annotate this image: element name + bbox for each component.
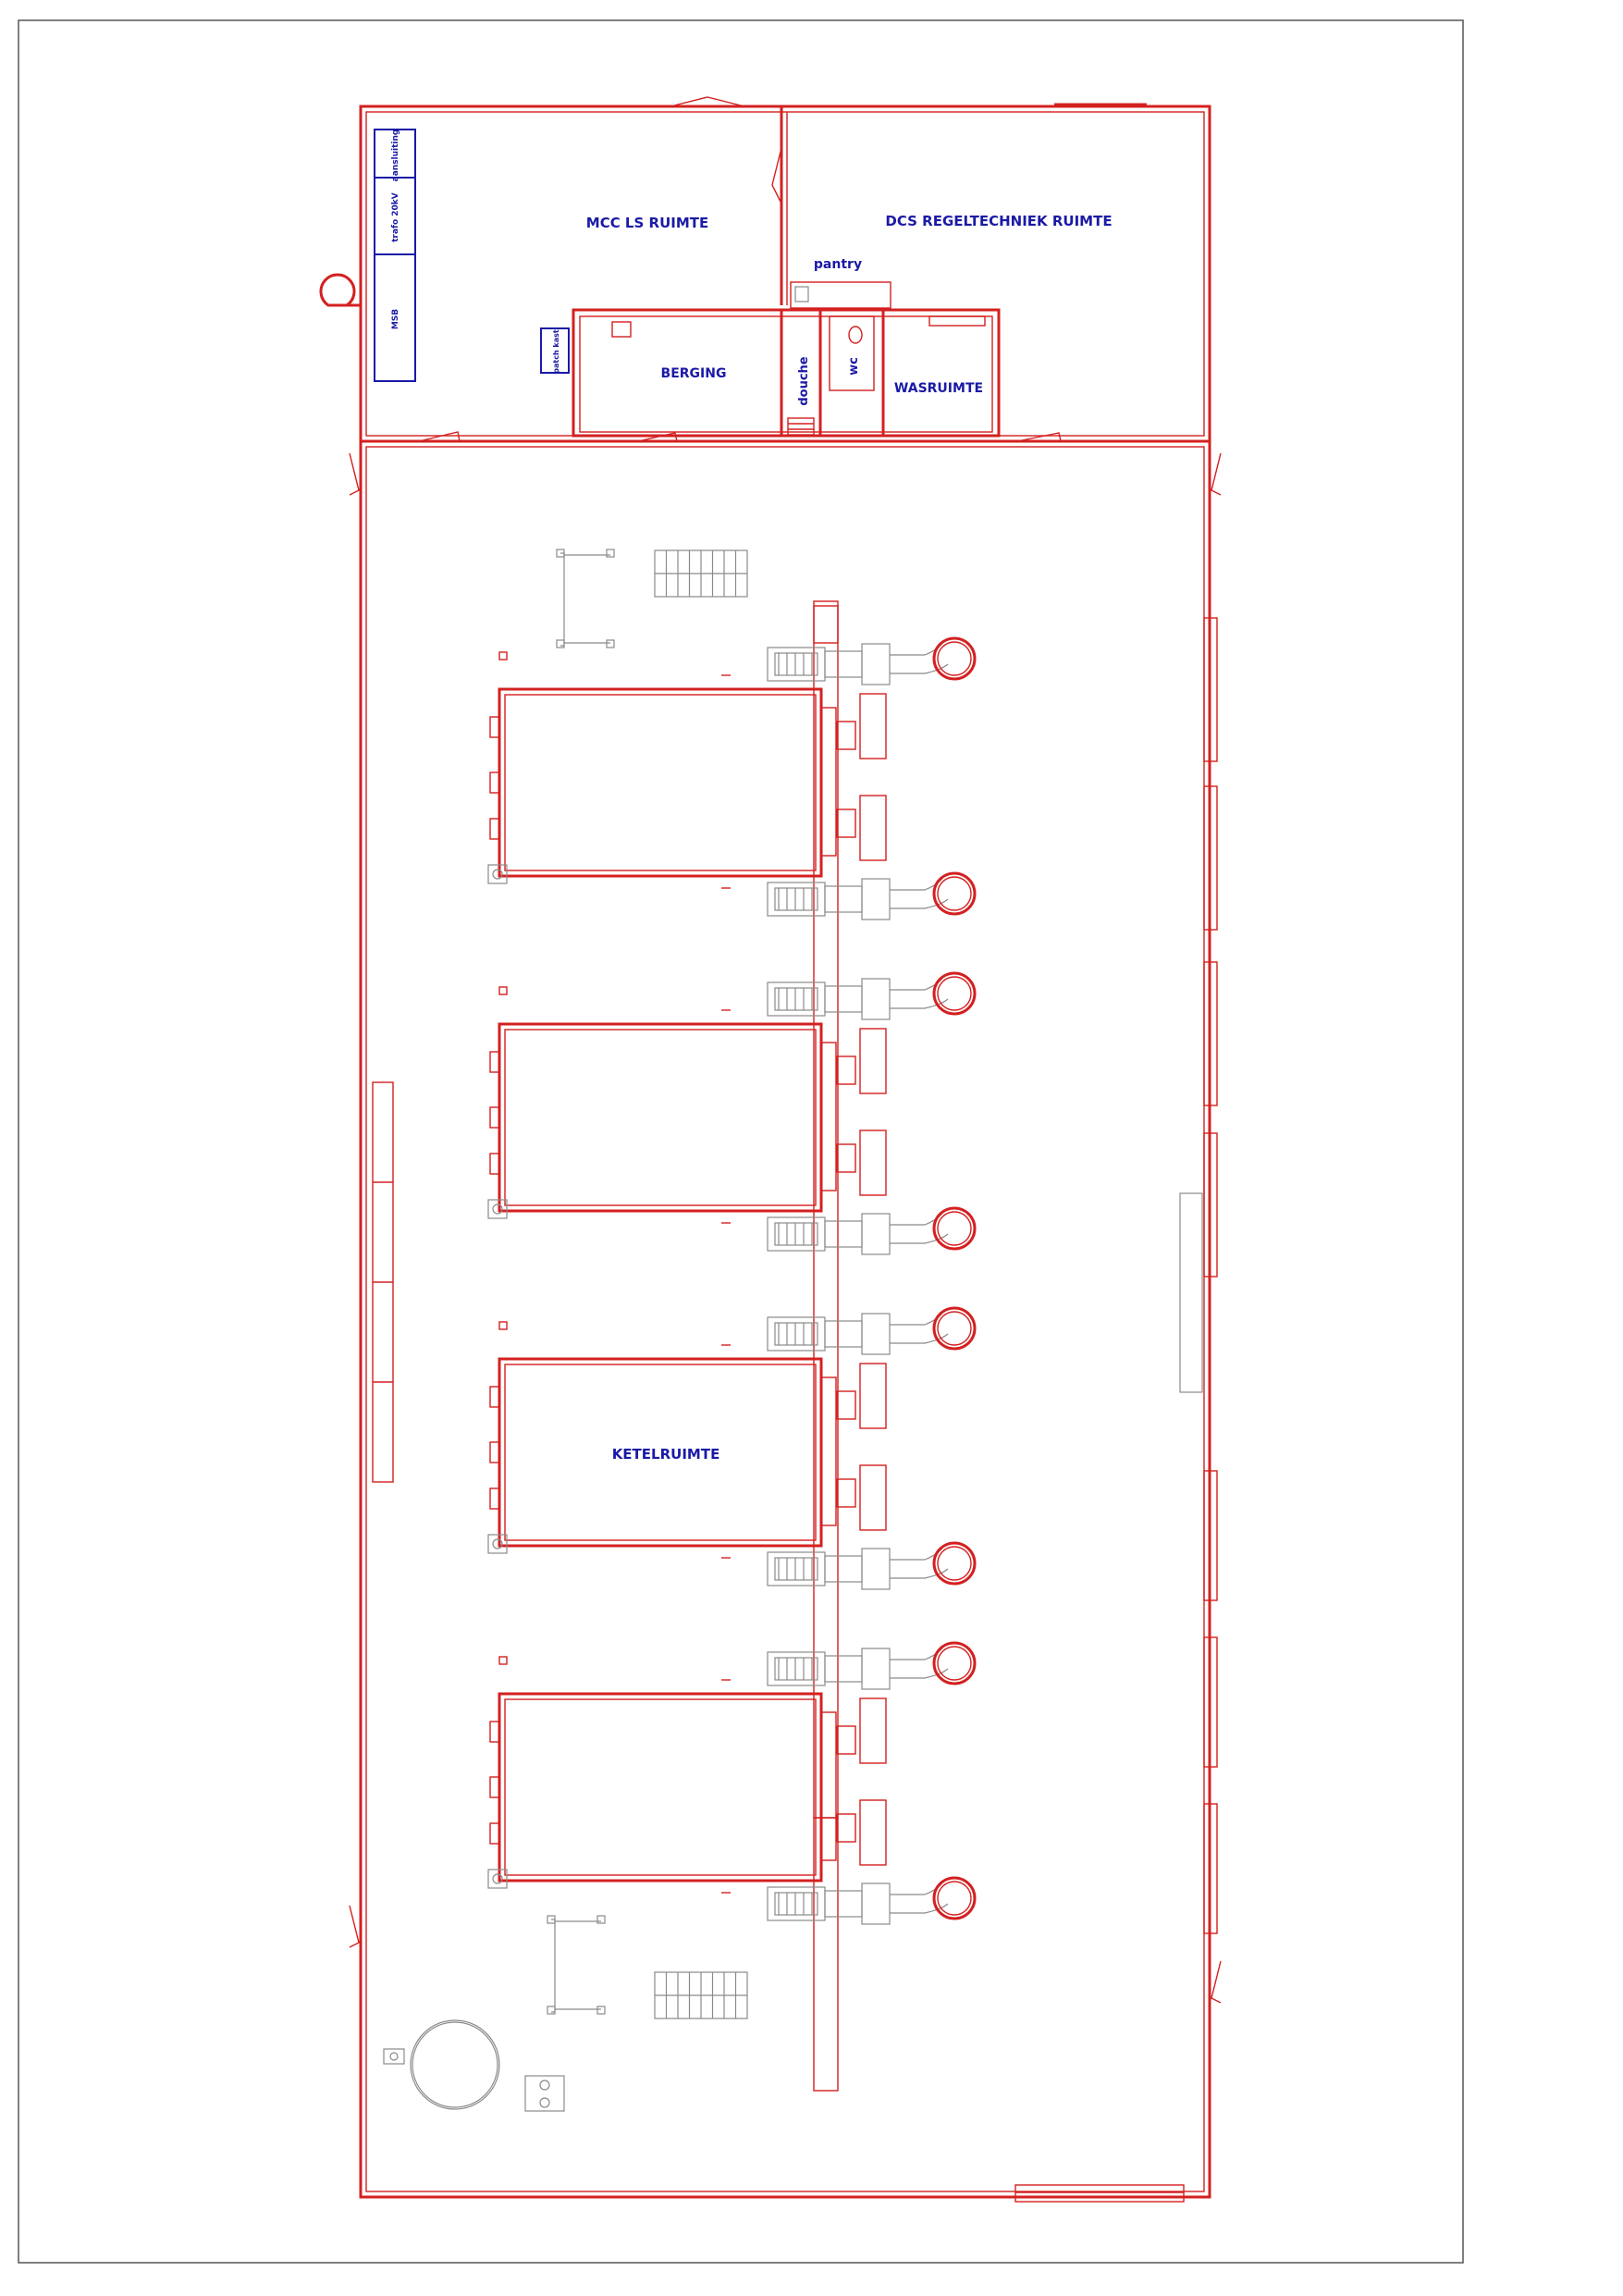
patch-cabinet (540, 327, 570, 374)
hall-outer-wall (359, 439, 1211, 2199)
cabinet-label-aansluiting: aansluiting (391, 130, 400, 182)
room-label-pantry: pantry (814, 257, 862, 272)
room-label-ketelruimte: KETELRUIMTE (612, 1446, 720, 1463)
room-label-wc: wc (847, 357, 861, 376)
patch-cabinet-label: patch kast (552, 329, 560, 374)
boiler-body (498, 1692, 823, 1882)
boiler-unit (487, 636, 977, 920)
boiler-unit (487, 1641, 977, 1925)
boiler-unit (487, 1306, 977, 1590)
boiler-body (498, 1022, 823, 1213)
room-label-wasruimte: WASRUIMTE (894, 381, 983, 396)
storage-tank (412, 2021, 498, 2108)
room-label-douche: douche (797, 356, 811, 405)
cabinet-label-trafo: trafo 20kV (391, 192, 400, 242)
boiler-hall (349, 439, 1222, 2203)
upper-building: aansluiting trafo 20kV MSB patch kast (319, 96, 1211, 443)
room-label-mcc: MCC LS RUIMTE (586, 215, 708, 231)
sheet-border (18, 19, 1464, 2264)
cabinet-label-msb: MSB (391, 309, 400, 329)
room-label-dcs: DCS REGELTECHNIEK RUIMTE (885, 213, 1112, 229)
upper-outer-wall (359, 105, 1211, 443)
bottom-gate (1014, 2184, 1185, 2203)
room-label-berging: BERGING (661, 366, 727, 381)
small-rooms-block (572, 308, 1001, 438)
boiler-unit (487, 971, 977, 1255)
boiler-body (498, 687, 823, 878)
pantry-counter (790, 281, 891, 309)
